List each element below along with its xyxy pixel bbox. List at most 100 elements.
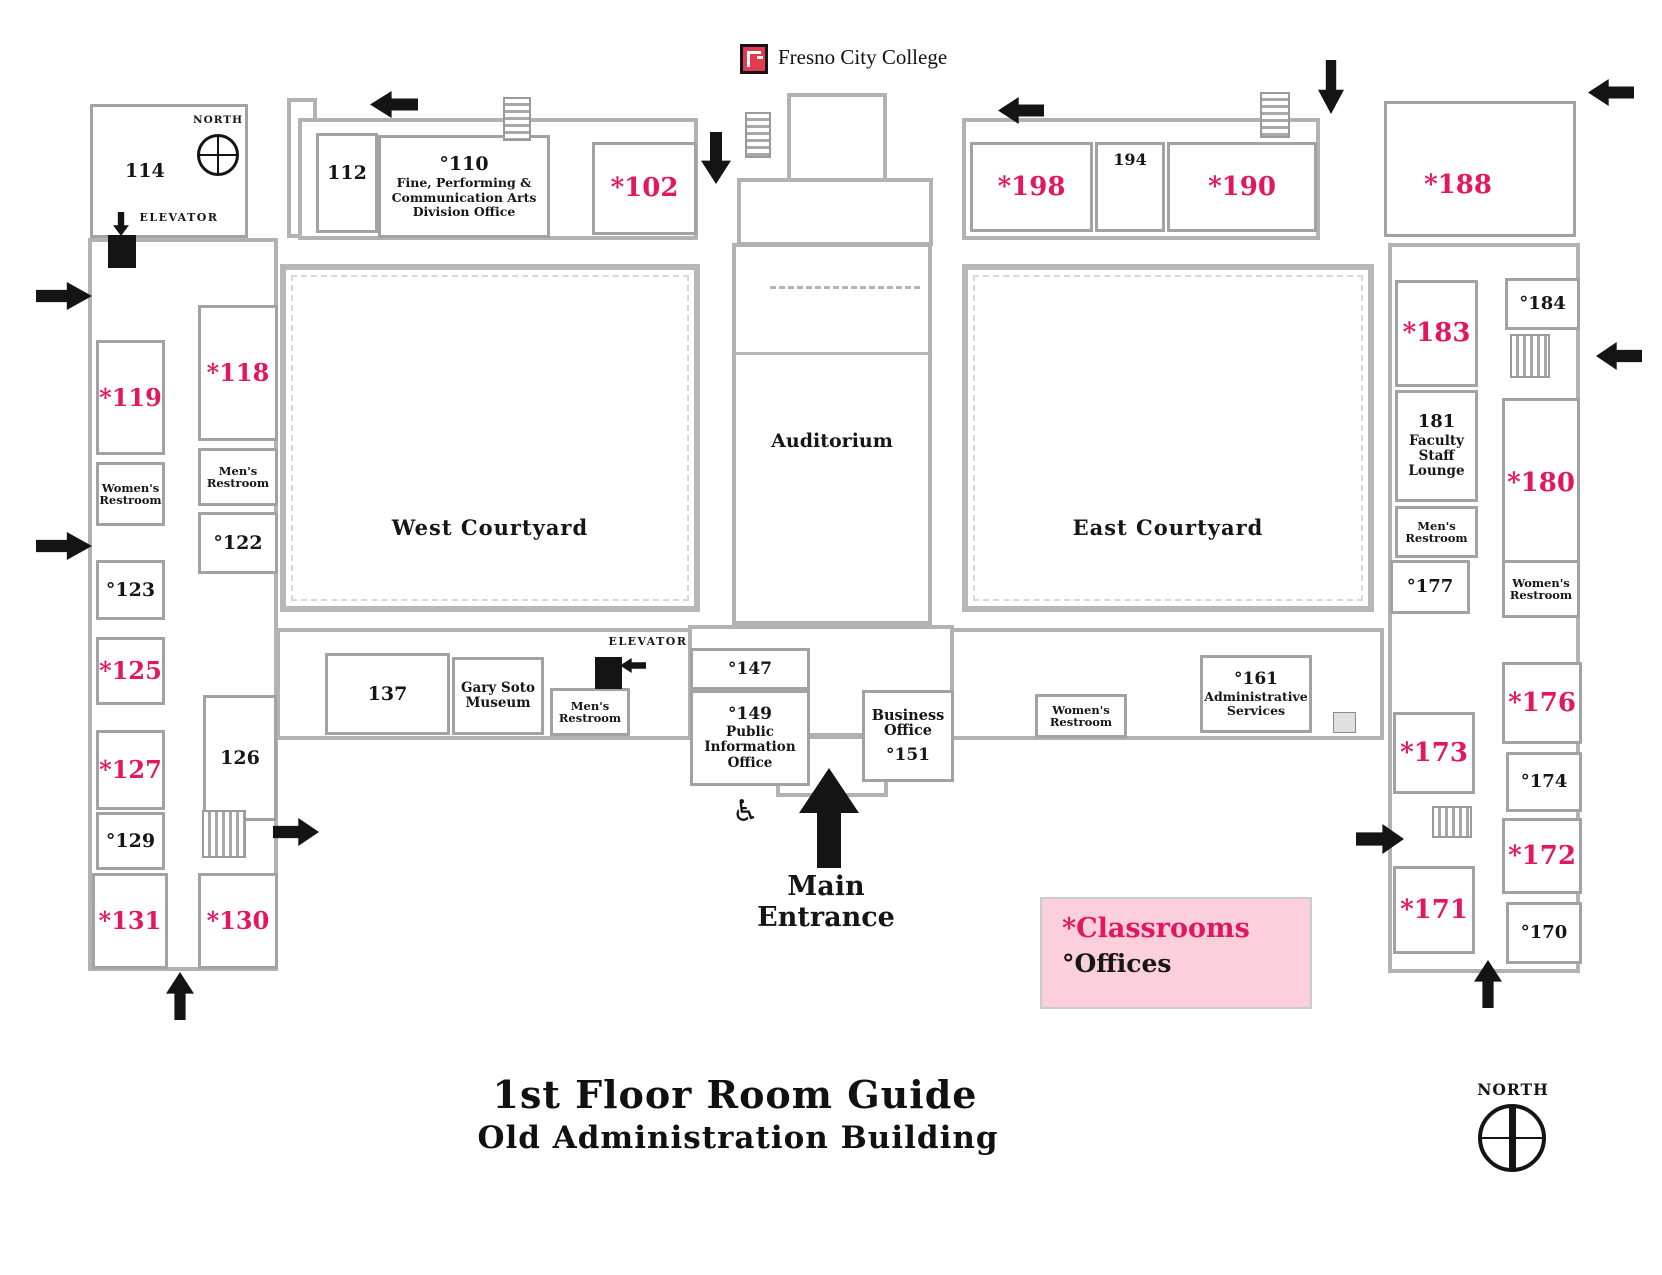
room-151-label: °151 — [886, 744, 930, 765]
page-title: 1st Floor Room Guide — [492, 1072, 978, 1117]
room-125-label: *125 — [99, 656, 162, 686]
west-courtyard-label: West Courtyard — [391, 515, 589, 540]
entrance-arrow-ne-corner-icon — [1588, 79, 1634, 106]
room-147-label: °147 — [728, 658, 772, 679]
room-118-label: *118 — [206, 358, 270, 388]
legend: *Classrooms °Offices — [1040, 897, 1312, 1009]
entrance-arrow-near-188-icon — [1318, 60, 1344, 114]
stairs-icon — [745, 112, 771, 158]
stairs-icon — [1260, 92, 1290, 138]
room-177: °177 — [1390, 560, 1470, 614]
auditorium-label: Auditorium — [771, 430, 893, 452]
legend-offices-label: °Offices — [1062, 949, 1172, 978]
room-118: *118 — [198, 305, 278, 441]
room-188-label: *188 — [1424, 169, 1492, 200]
room-161-label: °161 — [1234, 668, 1278, 689]
room-125: *125 — [96, 637, 165, 705]
womens-restroom-e-label: Women's Restroom — [1509, 575, 1573, 602]
room-123-label: °123 — [105, 578, 156, 601]
mens-restroom-s: Men's Restroom — [550, 688, 630, 736]
entry-hall-outline — [737, 178, 933, 246]
room-184: °184 — [1505, 278, 1580, 330]
room-119: *119 — [96, 340, 165, 455]
mens-restroom-nw: Men's Restroom — [198, 448, 278, 506]
west-courtyard: West Courtyard — [280, 264, 700, 612]
room-198-label: *198 — [997, 171, 1066, 202]
room-170-label: °170 — [1520, 922, 1568, 944]
mens-restroom-e: Men's Restroom — [1395, 506, 1478, 558]
room-126: 126 — [203, 695, 277, 821]
room-170: °170 — [1506, 902, 1582, 964]
gary-soto-museum-label: Gary Soto Museum — [461, 680, 535, 711]
room-110: °110 Fine, Performing & Communication Ar… — [378, 135, 550, 238]
room-123: °123 — [96, 560, 165, 620]
entrance-arrow-nw-icon — [370, 91, 418, 118]
entrance-arrow-near-102-icon — [701, 132, 731, 184]
fcc-logo-glyph — [747, 51, 761, 67]
nw-compass-icon — [197, 134, 239, 176]
room-119-label: *119 — [99, 382, 162, 412]
gary-soto-museum: Gary Soto Museum — [452, 657, 544, 735]
nw-north-label: NORTH — [192, 114, 244, 126]
stairs-icon — [503, 97, 531, 141]
room-161-sublabel: Administrative Services — [1204, 688, 1308, 719]
room-137: 137 — [325, 653, 450, 735]
room-176: *176 — [1502, 662, 1582, 744]
fcc-logo — [740, 44, 768, 74]
room-188: *188 — [1384, 101, 1576, 237]
entrance-arrow-west-mid-icon — [36, 532, 92, 560]
room-149: °149 Public Information Office — [690, 690, 810, 786]
room-129-label: °129 — [105, 829, 156, 852]
room-177-label: °177 — [1406, 576, 1454, 598]
stairs-icon — [1432, 806, 1472, 838]
room-180: *180 — [1502, 398, 1580, 568]
se-wing-outline — [926, 628, 1384, 740]
room-102: *102 — [592, 142, 697, 235]
room-172: *172 — [1502, 818, 1582, 894]
east-courtyard-label: East Courtyard — [1072, 515, 1264, 540]
room-172-label: *172 — [1508, 840, 1576, 871]
room-190-label: *190 — [1208, 171, 1276, 202]
br-north-label: NORTH — [1477, 1080, 1549, 1099]
room-176-label: *176 — [1508, 687, 1576, 718]
room-181: 181 Faculty Staff Lounge — [1395, 390, 1478, 502]
page-subtitle: Old Administration Building — [477, 1120, 999, 1156]
room-183: *183 — [1395, 280, 1478, 387]
room-171-label: *171 — [1400, 894, 1468, 925]
stairs-icon — [1510, 334, 1550, 378]
room-129: °129 — [96, 812, 165, 870]
elevator-s-label: ELEVATOR — [608, 635, 688, 648]
womens-restroom-e: Women's Restroom — [1502, 560, 1580, 618]
stage-dashed-line — [770, 286, 920, 289]
room-102-label: *102 — [610, 173, 679, 204]
room-137-label: 137 — [367, 682, 408, 705]
room-174-label: °174 — [1520, 771, 1568, 793]
room-149-label: °149 — [728, 703, 772, 724]
east-courtyard: East Courtyard — [962, 264, 1374, 612]
mens-restroom-s-label: Men's Restroom — [558, 698, 622, 725]
business-office-label: Business Office — [871, 706, 945, 740]
room-174: °174 — [1506, 752, 1582, 812]
room-127: *127 — [96, 730, 165, 810]
room-181-sublabel: Faculty Staff Lounge — [1408, 432, 1465, 480]
room-171: *171 — [1393, 866, 1475, 954]
stairs-icon — [202, 810, 246, 858]
entrance-arrow-sw-icon — [166, 972, 194, 1020]
room-130-label: *130 — [206, 906, 270, 936]
equipment-box — [1333, 712, 1356, 733]
legend-classrooms-label: *Classrooms — [1062, 913, 1250, 944]
wheelchair-icon: ♿ — [732, 794, 759, 829]
room-180-label: *180 — [1507, 467, 1575, 498]
womens-restroom-w: Women's Restroom — [96, 462, 165, 526]
room-122: °122 — [198, 512, 278, 574]
room-194: 194 — [1095, 142, 1165, 232]
room-183-label: *183 — [1402, 318, 1471, 349]
room-184-label: °184 — [1519, 293, 1566, 315]
room-114-label: 114 — [125, 159, 165, 182]
womens-restroom-s: Women's Restroom — [1035, 694, 1127, 738]
room-131-label: *131 — [98, 906, 162, 936]
room-130: *130 — [198, 873, 278, 969]
room-161: °161 Administrative Services — [1200, 655, 1312, 733]
room-173: *173 — [1393, 712, 1475, 794]
room-173-label: *173 — [1400, 737, 1468, 768]
